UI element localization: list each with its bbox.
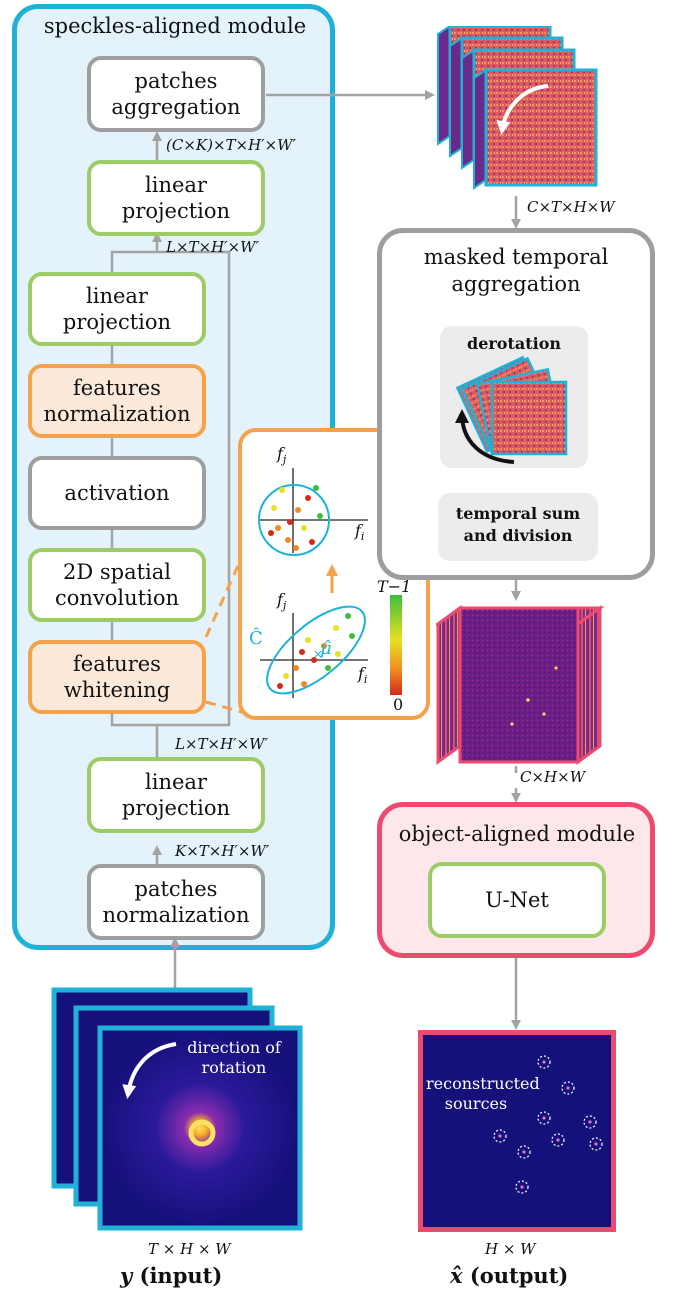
input-label: y (input) [120, 1263, 223, 1288]
spatial-convolution-box: 2D spatial convolution [28, 548, 206, 622]
input-annotation: direction of rotation [187, 1038, 281, 1077]
linear-projection-top-box: linear projection [87, 160, 265, 236]
covariance-ellipse [266, 605, 366, 695]
derotation-label: derotation [467, 334, 561, 353]
dim-stack-label: C×T×H×W [527, 198, 615, 216]
unet-box: U-Net [428, 862, 606, 938]
patches-aggregation-box: patches aggregation [87, 56, 265, 132]
reconstructed-sources [493, 1055, 603, 1194]
whitened-points [268, 485, 323, 551]
raw-points: × [277, 613, 355, 689]
input-dims-label: T × H × W [148, 1240, 231, 1258]
covariance-label: Ĉ [249, 628, 263, 649]
input-frame-front [97, 1025, 303, 1231]
dim-patches-label: K×T×H′×W′ [175, 842, 270, 860]
dim-linear-top-label: L×T×H′×W′ [166, 238, 259, 256]
dim-aggregated-label: C×H×W [520, 768, 586, 786]
axis-fi-bottom: fi [358, 664, 368, 687]
whitened-circle [258, 484, 330, 556]
temporal-sum-panel [438, 493, 598, 561]
object-module-title: object-aligned module [398, 822, 636, 846]
speckles-module-title: speckles-aligned module [43, 14, 307, 38]
masked-temporal-title: masked temporal aggregation [423, 245, 609, 297]
output-dims-label: H × W [485, 1240, 536, 1258]
patches-normalization-box: patches normalization [87, 864, 265, 940]
dim-linear-bottom-label: L×T×H′×W′ [175, 735, 268, 753]
temporal-sum-label: temporal sum and division [455, 504, 581, 546]
output-label: x̂ (output) [450, 1263, 569, 1288]
rotated-features-stack [437, 26, 598, 190]
features-normalization-box: features normalization [28, 364, 206, 438]
colorbar-bottom-min: 0 [393, 695, 404, 714]
dim-aggregation-label: (C×K)×T×H′×W′ [166, 136, 296, 154]
axis-fj-top: fj [277, 444, 287, 467]
input-rotation-arrow-icon [122, 1042, 177, 1099]
rotation-arrow-icon [496, 84, 549, 135]
axis-fi-top: fi [355, 521, 365, 544]
aggregated-features-cube [436, 605, 605, 765]
linear-projection-bottom-box: linear projection [87, 757, 265, 833]
colorbar-bottom-max: T−1 [377, 577, 412, 596]
features-whitening-box: features whitening [28, 640, 206, 714]
output-image [418, 1030, 616, 1232]
axis-fj-bottom: fj [277, 590, 287, 613]
activation-box: activation [28, 456, 206, 530]
mean-label: μ̂ [320, 638, 332, 659]
derotation-arrow-icon [455, 409, 515, 464]
derotation-stack [455, 355, 568, 464]
svg-text:×: × [313, 647, 323, 661]
input-frames-stack [51, 987, 303, 1231]
output-annotation: reconstructed sources [426, 1074, 540, 1113]
linear-projection-inner-box: linear projection [28, 272, 206, 346]
